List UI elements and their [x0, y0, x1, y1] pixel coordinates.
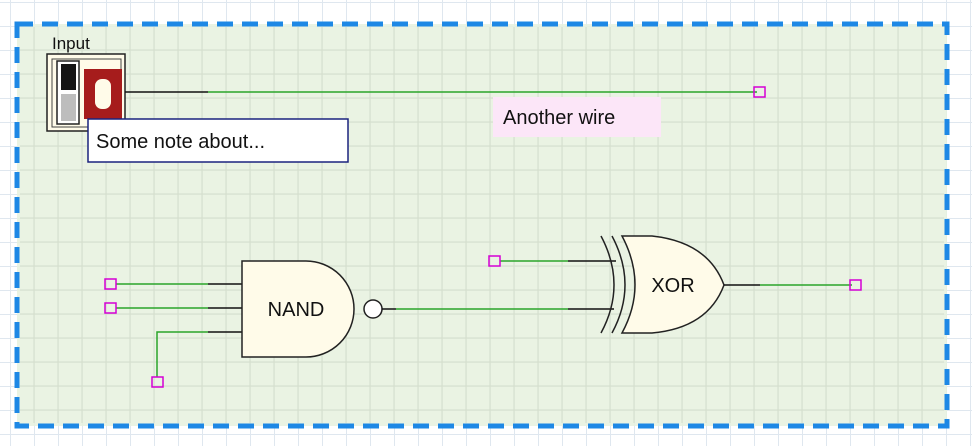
- digit-zero-icon: [84, 69, 122, 119]
- toggle-lever-icon[interactable]: [56, 60, 80, 125]
- nand-gate[interactable]: NAND: [241, 260, 383, 358]
- nand-label: NAND: [268, 299, 325, 321]
- input-switch[interactable]: [46, 53, 126, 132]
- xor-label: XOR: [651, 275, 694, 297]
- input-label: Input: [52, 34, 90, 53]
- inversion-bubble: [363, 299, 383, 319]
- pin-output-top[interactable]: [753, 86, 766, 98]
- pin-nand-in-2[interactable]: [104, 302, 117, 314]
- note-box[interactable]: Some note about...: [87, 118, 349, 163]
- selection-box[interactable]: [14, 21, 950, 429]
- xor-gate[interactable]: XOR: [600, 235, 725, 334]
- pin-xor-out[interactable]: [849, 279, 862, 291]
- nand-inputs-wires[interactable]: [116, 283, 242, 377]
- pin-nand-in-1[interactable]: [104, 278, 117, 290]
- note-text: Some note about...: [96, 131, 265, 153]
- wire-label[interactable]: Another wire: [493, 97, 661, 137]
- pin-xor-in-1[interactable]: [488, 255, 501, 267]
- wire-label-text: Another wire: [503, 107, 615, 129]
- pin-nand-in-3[interactable]: [151, 376, 164, 388]
